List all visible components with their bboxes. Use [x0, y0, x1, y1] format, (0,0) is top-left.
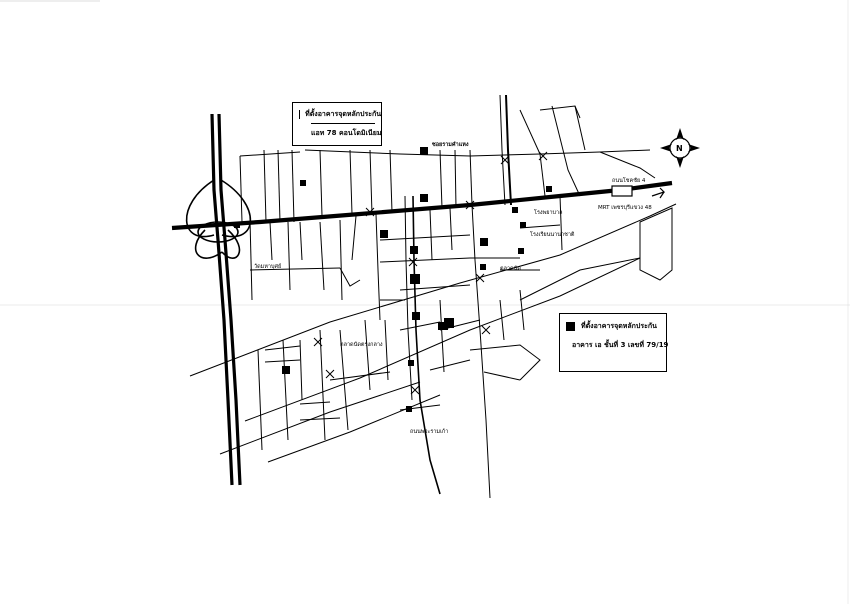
upper-streets	[239, 105, 656, 179]
legend-top-title: ที่ตั้งอาคารจุดหลักประกัน	[305, 110, 381, 118]
arrow-icon	[651, 187, 666, 199]
label-market: ตลาดนัด	[500, 265, 521, 272]
legend-top-subtitle: แอท 78 คอนโดมิเนียม	[311, 129, 382, 137]
label-hospital: โรงพยาบาล	[534, 208, 562, 216]
compass-letter: N	[676, 144, 683, 153]
legend-top-divider	[311, 123, 375, 124]
expressway-vertical	[210, 113, 242, 486]
mrt-station-marker	[611, 185, 633, 197]
label-temple: วัดมหาบุศย์	[254, 263, 281, 270]
legend-bottom-subtitle: อาคาร เอ ชั้นที่ 3 เลขที่ 79/19	[572, 341, 669, 349]
label-bottom: ถนนพระรามเก้า	[410, 428, 448, 435]
label-mrt-station: MRT เพชรบุรีแขวง 48	[598, 204, 652, 211]
legend-marker-icon	[566, 322, 575, 331]
label-road-right: ถนนโชคชัย 4	[612, 176, 646, 184]
label-soi-ramkhamhaeng: ซอยรามคำแหง	[432, 141, 469, 148]
junction-markers	[313, 151, 548, 395]
compass-icon: N	[660, 128, 700, 168]
legend-bottom: ที่ตั้งอาคารจุดหลักประกัน อาคาร เอ ชั้นท…	[559, 313, 669, 372]
middle-streets	[249, 224, 561, 421]
building-markers	[234, 147, 552, 412]
right-district-outline	[639, 207, 673, 281]
legend-bottom-title: ที่ตั้งอาคารจุดหลักประกัน	[581, 322, 657, 330]
right-road-lower	[519, 257, 641, 301]
target-building-bottom	[444, 318, 454, 328]
legend-top: ที่ตั้งอาคารจุดหลักประกัน แอท 78 คอนโดมิ…	[292, 102, 382, 146]
label-school: โรงเรียนนานาชาติ	[530, 230, 575, 238]
label-park: ตลาดนัดตรงกลาง	[340, 341, 383, 348]
target-building-top	[410, 274, 420, 284]
vertical-roads	[239, 94, 586, 499]
